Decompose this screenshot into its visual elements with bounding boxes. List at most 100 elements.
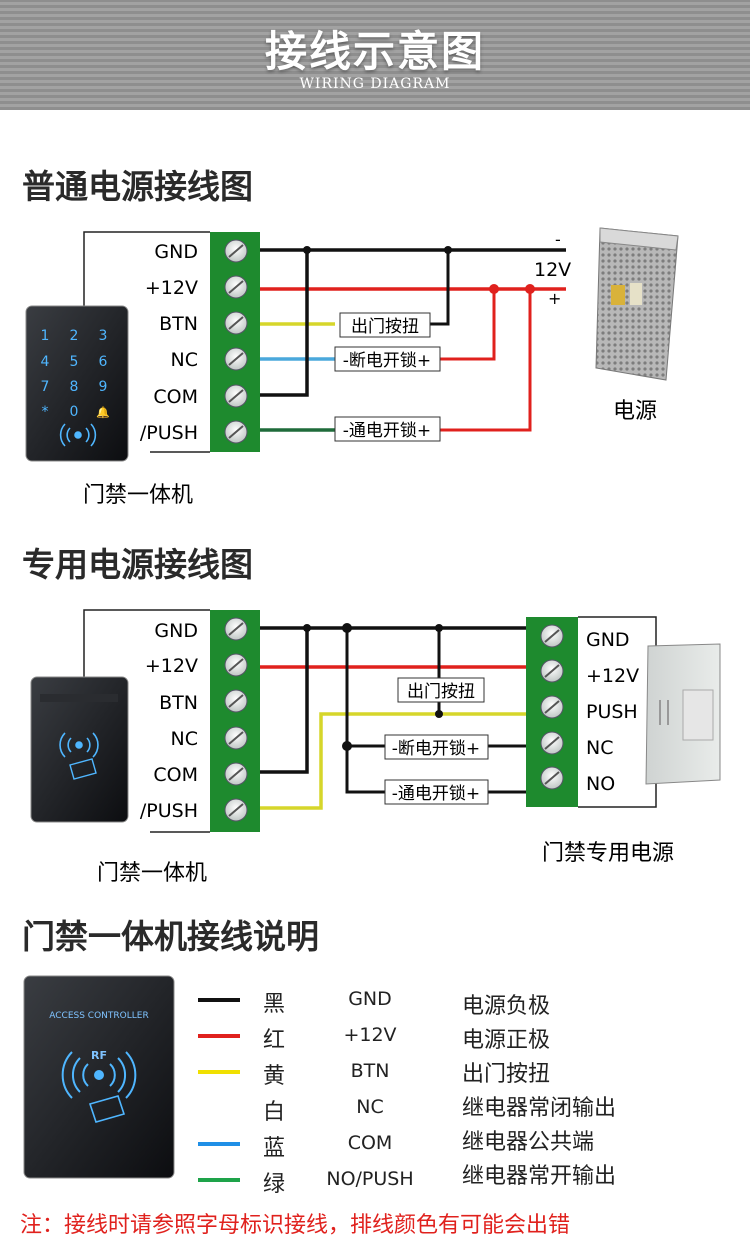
s3-access-controller-image: ACCESS CONTROLLER RF (23, 975, 175, 1179)
svg-text:9: 9 (99, 379, 108, 395)
legend-signal: NO/PUSH (326, 1168, 414, 1190)
s2-power-supply-image (645, 643, 721, 785)
s2-psu-label: 门禁专用电源 (542, 841, 674, 866)
s2-wire-com (260, 628, 309, 774)
s1-psu-minus: - (555, 230, 561, 249)
s1-access-controller-image: 1 2 3 4 5 6 7 8 9 * 0 🔔 (25, 305, 129, 462)
s2-psu-terminal-gnd: GND (586, 629, 630, 651)
svg-text:*: * (42, 404, 49, 420)
s2-terminal-com: COM (153, 764, 198, 786)
svg-text:3: 3 (99, 328, 108, 344)
s2-access-controller-image (30, 676, 129, 823)
s2-power-off-unlock-label: -断电开锁+ (392, 739, 480, 759)
legend-meaning: 电源负极 (462, 994, 551, 1019)
s2-screw-terminals (224, 617, 248, 822)
legend-color-name: 红 (263, 1028, 286, 1053)
legend-swatch (198, 1034, 240, 1038)
screw-icon (224, 762, 248, 786)
svg-text:6: 6 (99, 354, 108, 370)
legend-meaning: 继电器常闭输出 (462, 1096, 617, 1121)
legend-meaning: 继电器公共端 (462, 1130, 595, 1155)
s2-psu-terminal-no: NO (586, 773, 615, 795)
s3-device-rf: RF (91, 1049, 107, 1062)
screw-icon (540, 695, 564, 719)
screw-icon (540, 766, 564, 790)
rf-wave-icon (59, 423, 97, 447)
screw-icon (224, 726, 248, 750)
legend-signal: GND (348, 988, 392, 1010)
s2-wire-push (260, 712, 526, 810)
s1-power-off-unlock-label: -断电开锁+ (343, 351, 431, 371)
hand-card-icon (88, 1095, 126, 1123)
s1-psu-voltage: 12V (534, 259, 571, 281)
s2-terminal-12v: +12V (145, 655, 198, 677)
rf-wave-icon (59, 732, 99, 758)
section1-heading: 普通电源接线图 (22, 167, 253, 206)
hand-card-icon (69, 758, 97, 780)
header-banner: 接线示意图 WIRING DIAGRAM (0, 0, 750, 110)
screw-icon (224, 617, 248, 641)
banner-subtitle: WIRING DIAGRAM (299, 76, 451, 92)
legend-signal: BTN (350, 1060, 390, 1082)
s2-psu-terminal-nc: NC (586, 737, 613, 759)
section3-heading: 门禁一体机接线说明 (22, 917, 319, 956)
s1-exit-button-label: 出门按扭 (351, 317, 419, 337)
s1-terminal-nc: NC (171, 349, 198, 371)
svg-text:2: 2 (70, 328, 79, 344)
s1-terminal-12v: +12V (145, 277, 198, 299)
screw-icon (540, 659, 564, 683)
screw-icon (224, 347, 248, 371)
legend-color-name: 绿 (263, 1172, 286, 1197)
screw-icon (224, 275, 248, 299)
legend-swatch (198, 1106, 240, 1110)
legend-signal: COM (347, 1132, 393, 1154)
screw-icon (224, 311, 248, 335)
legend-meaning: 出门按扭 (462, 1062, 551, 1087)
s1-wire-com (260, 250, 309, 397)
s1-psu-label: 电源 (613, 399, 657, 424)
s2-psu-terminal-12v: +12V (586, 665, 639, 687)
banner-title: 接线示意图 (264, 27, 485, 76)
s1-terminal-push: /PUSH (140, 422, 198, 444)
s1-terminal-btn: BTN (159, 313, 198, 335)
s2-power-on-unlock-label: -通电开锁+ (392, 784, 480, 804)
legend-swatch (198, 998, 240, 1002)
s2-terminal-btn: BTN (159, 692, 198, 714)
svg-text:5: 5 (70, 354, 79, 370)
rf-wave-icon (61, 1051, 137, 1099)
s1-terminal-gnd: GND (154, 241, 198, 263)
screw-icon (224, 798, 248, 822)
s2-exit-button-label: 出门按扭 (407, 682, 475, 702)
legend-swatch (198, 1142, 240, 1146)
s1-terminal-block (210, 232, 260, 452)
s2-psu-terminal-push: PUSH (586, 701, 638, 723)
screw-icon (224, 384, 248, 408)
s2-terminal-gnd: GND (154, 620, 198, 642)
wiring-note: 注：接线时请参照字母标识接线，排线颜色有可能会出错 (20, 1213, 571, 1238)
screw-icon (540, 731, 564, 755)
section2-heading: 专用电源接线图 (22, 545, 253, 584)
legend-color-name: 黑 (263, 992, 286, 1017)
keypad-digits: 1 2 3 4 5 6 7 8 9 * 0 🔔 (41, 328, 111, 420)
legend-color-name: 白 (263, 1100, 286, 1125)
s3-device-header: ACCESS CONTROLLER (49, 1011, 148, 1021)
screw-icon (224, 420, 248, 444)
s1-controller-outline (83, 231, 210, 318)
s2-terminal-nc: NC (171, 728, 198, 750)
section1-diagram: GND +12V BTN NC COM /PUSH 出门按 (25, 227, 679, 508)
screw-icon (224, 689, 248, 713)
s2-terminal-block (210, 610, 260, 832)
s2-terminal-push: /PUSH (140, 800, 198, 822)
s1-power-supply-image (595, 227, 679, 381)
legend-color-name: 黄 (263, 1064, 286, 1089)
svg-text:4: 4 (41, 354, 50, 370)
svg-text:🔔: 🔔 (96, 406, 110, 419)
s1-power-on-unlock-label: -通电开锁+ (343, 421, 431, 441)
s2-psu-screws (540, 624, 564, 790)
s1-device-label: 门禁一体机 (83, 483, 193, 508)
legend-swatch (198, 1178, 240, 1182)
svg-text:0: 0 (70, 404, 79, 420)
legend-color-name: 蓝 (263, 1136, 286, 1161)
section2-diagram: GND +12V BTN NC COM /PUSH GND +12V PUSH … (30, 609, 721, 886)
